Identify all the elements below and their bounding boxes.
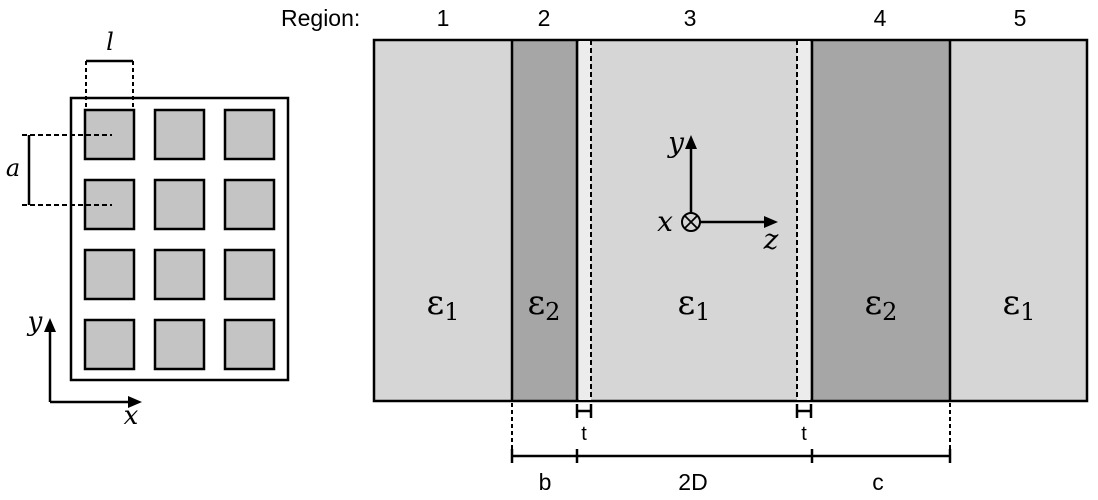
z-axis-label: z [763, 223, 779, 256]
dimension-l-label: l [106, 28, 114, 56]
y-axis-label: y [666, 126, 685, 159]
coordinate-axes [681, 145, 768, 232]
y-axis-arrowhead [685, 135, 697, 149]
patch [223, 318, 276, 371]
patch [83, 318, 136, 371]
patch [153, 248, 206, 301]
dimension-t-right-label: t [801, 423, 807, 445]
dimension-a [22, 134, 112, 206]
region-5 [950, 40, 1087, 401]
region-number-2: 2 [538, 5, 551, 31]
patch [223, 108, 276, 161]
dimension-2d-label: 2D [678, 469, 707, 495]
permittivity-label-region-3: ε1 [678, 283, 711, 326]
bottom-dimensions [510, 403, 952, 463]
region-2 [512, 40, 577, 401]
dimension-c-label: c [872, 469, 884, 495]
patch [153, 108, 206, 161]
permittivity-label-region-2: ε2 [528, 283, 561, 326]
inset-x-arrowhead [128, 396, 142, 408]
patch [153, 178, 206, 231]
region-caption: Region: [281, 5, 360, 31]
region-1 [374, 40, 512, 401]
patch [223, 248, 276, 301]
region-number-4: 4 [874, 5, 887, 31]
patch-array-inset: l a y x [6, 28, 290, 431]
patch [83, 178, 136, 231]
patch [223, 178, 276, 231]
inset-y-axis-label: y [27, 307, 43, 337]
patch [83, 108, 136, 161]
dimension-a-label: a [6, 154, 20, 182]
patch-grid [83, 108, 276, 371]
inset-x-axis-label: x [124, 401, 139, 431]
region-4 [812, 40, 950, 401]
layered-structure: Region: 1 2 3 4 5 ε1 ε2 ε1 ε2 ε1 y x z [281, 5, 1089, 495]
patch [83, 248, 136, 301]
x-axis-label: x [657, 205, 673, 238]
dimension-b-label: b [539, 469, 552, 495]
structure-frame [372, 38, 1089, 403]
region-number-5: 5 [1014, 5, 1027, 31]
permittivity-label-region-1: ε1 [427, 283, 460, 326]
interfaces [510, 40, 952, 401]
inset-axes [48, 325, 135, 404]
region-number-3: 3 [684, 5, 697, 31]
permittivity-label-region-4: ε2 [865, 283, 898, 326]
inset-y-arrowhead [44, 318, 56, 332]
z-axis-arrowhead [764, 216, 778, 228]
patch [153, 318, 206, 371]
thin-sheets [579, 40, 810, 401]
permittivity-label-region-5: ε1 [1003, 283, 1036, 326]
dimension-t-left-label: t [581, 423, 587, 445]
region-number-1: 1 [437, 5, 450, 31]
dimension-l [85, 59, 134, 110]
